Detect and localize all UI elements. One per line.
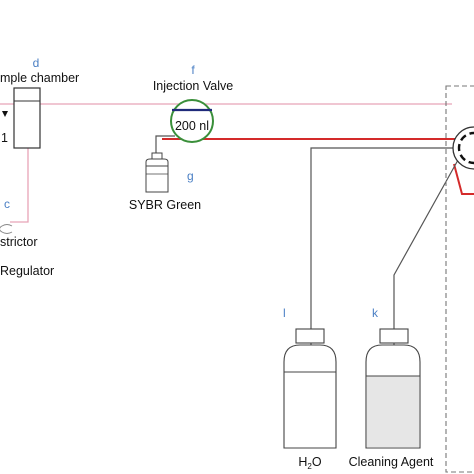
- cleaning-agent-label: Cleaning Agent: [349, 455, 434, 469]
- letter-g: g: [187, 169, 194, 183]
- selector-valve-icon: [452, 126, 474, 170]
- down-arrow-icon: [2, 111, 8, 117]
- dashed-enclosure: [445, 85, 474, 473]
- injection-valve-icon: [170, 99, 214, 143]
- restrictor-label: strictor: [0, 235, 38, 249]
- injection-valve-label: Injection Valve: [153, 79, 233, 93]
- letter-l: l: [283, 306, 286, 320]
- regulator-label: Regulator: [0, 264, 54, 278]
- letter-c: c: [4, 197, 10, 211]
- letter-d: d: [33, 56, 40, 70]
- water-label-h: H: [298, 455, 307, 469]
- water-tube: [310, 147, 464, 380]
- letter-k: k: [372, 306, 379, 320]
- red-tube-selector-loop: [453, 163, 474, 195]
- water-label-o: O: [312, 455, 322, 469]
- water-bottle-icon: [283, 328, 337, 449]
- letter-f: f: [191, 63, 195, 77]
- sample-chamber-label: mple chamber: [0, 71, 79, 85]
- water-label: H2O: [298, 455, 321, 471]
- cleaning-bottle-icon: [365, 328, 421, 449]
- pressure-label-fragment: 1: [1, 131, 8, 145]
- sybr-green-label: SYBR Green: [129, 198, 201, 212]
- restrictor-coil-icon: [0, 224, 13, 234]
- water-label-sub: 2: [307, 462, 312, 471]
- dye-bottle-icon: [145, 152, 169, 193]
- pink-tube-restrictor: [10, 148, 29, 223]
- sample-chamber-icon: [13, 87, 41, 149]
- injection-volume-label: 200 nl: [175, 119, 209, 133]
- dye-tube: [155, 135, 175, 155]
